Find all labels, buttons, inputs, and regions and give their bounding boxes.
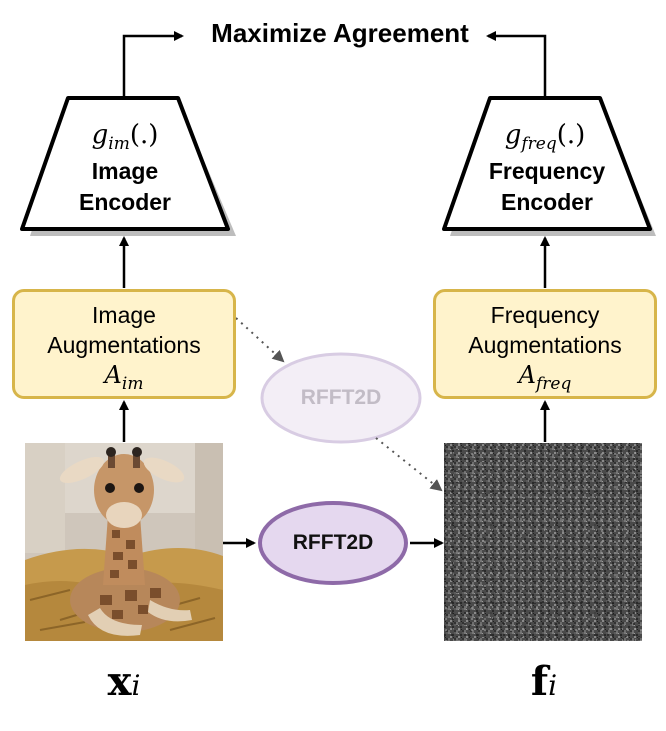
- rfft-main-ellipse: [258, 501, 408, 585]
- rfft-faded-ellipse: [260, 352, 422, 444]
- maximize-agreement-title: Maximize Agreement: [211, 18, 469, 48]
- rfft-faded-label: RFFT2D: [300, 386, 382, 409]
- image-augmentations-line1: Image: [92, 302, 156, 328]
- input-image-symbol-base: x: [107, 658, 132, 705]
- image-augmentations-line2: Augmentations: [47, 332, 201, 358]
- frequency-image-symbol-base: f: [530, 658, 549, 705]
- image-encoder-label-line1: Image: [91, 158, 159, 184]
- image-encoder-function-base: g: [91, 120, 109, 150]
- frequency-augmentations-line2: Augmentations: [468, 332, 622, 358]
- frequency-augmentations-box: Frequency Augmentations Afreq: [433, 289, 657, 399]
- frequency-image-symbol-sub: i: [548, 669, 558, 702]
- frequency-encoder-label-line2: Encoder: [500, 189, 594, 215]
- input-image-symbol: xi: [74, 658, 174, 705]
- frequency-augmentations-symbol: Afreq: [436, 360, 654, 399]
- giraffe-photo: [25, 443, 223, 641]
- frequency-noise-image: [444, 443, 642, 641]
- frequency-encoder-label: Frequency Encoder: [457, 156, 637, 218]
- image-encoder-label-line2: Encoder: [78, 189, 172, 215]
- image-augmentations-symbol: Aim: [15, 360, 233, 399]
- frequency-image-symbol: fi: [494, 658, 594, 705]
- image-encoder-label: Image Encoder: [45, 156, 205, 218]
- image-encoder-function-sub: im: [108, 134, 130, 155]
- frequency-encoder-function: gfreq(.): [470, 120, 620, 154]
- image-encoder-function: gim(.): [60, 120, 190, 154]
- frequency-encoder-shape: [442, 96, 656, 236]
- frequency-encoder-label-line1: Frequency: [488, 158, 606, 184]
- rfft-main-label: RFFT2D: [292, 531, 374, 554]
- frequency-augmentations-symbol-sub: freq: [535, 373, 572, 394]
- agreement-arrows: [122, 31, 547, 98]
- dotted-arrow-to-rfft: [235, 317, 285, 363]
- input-image-symbol-sub: i: [131, 669, 141, 702]
- image-augmentations-symbol-base: A: [104, 361, 122, 389]
- image-encoder-function-arg: (.): [129, 120, 159, 150]
- frequency-encoder-function-arg: (.): [556, 120, 586, 150]
- dotted-arrow-from-rfft: [375, 437, 443, 492]
- frequency-augmentations-symbol-base: A: [518, 361, 536, 389]
- frequency-encoder-function-base: g: [504, 120, 522, 150]
- image-encoder-shape: [20, 96, 236, 236]
- image-augmentations-symbol-sub: im: [121, 373, 144, 394]
- frequency-augmentations-line1: Frequency: [490, 302, 600, 328]
- frequency-encoder-function-sub: freq: [521, 134, 557, 155]
- image-augmentations-box: Image Augmentations Aim: [12, 289, 236, 399]
